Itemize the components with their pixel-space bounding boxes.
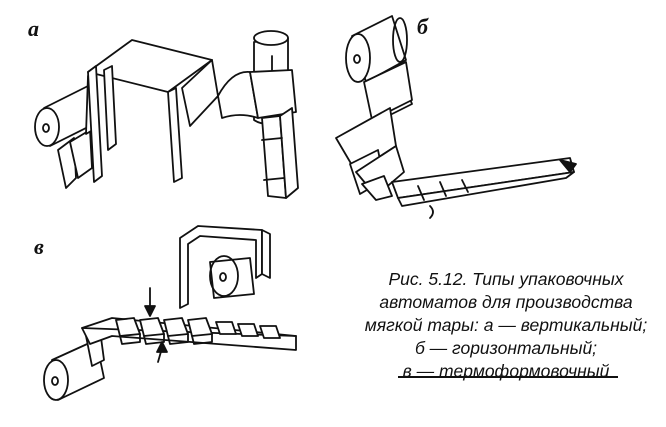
film-roll-left (35, 84, 98, 146)
panel-label-vertical: а (28, 16, 39, 41)
thermoformed-web (82, 318, 296, 350)
lid-film-unit (180, 226, 270, 308)
forming-arrows (145, 288, 167, 362)
forming-collar (88, 40, 218, 182)
figure-caption: Рис. 5.12. Типы упаковочных автоматов дл… (352, 268, 660, 383)
sealed-pouch-tube (262, 108, 298, 198)
thermoforming-machine-drawing (44, 226, 296, 400)
caption-line-4: б — горизонтальный; (414, 338, 598, 358)
horizontal-pouch-tube (392, 158, 576, 206)
caption-line-3: мягкой тары: а — вертикальный; (364, 315, 648, 335)
caption-line-2: автоматов для производства (379, 292, 633, 312)
horizontal-machine-drawing (336, 16, 576, 218)
product-feed-arrow (430, 206, 433, 218)
film-roll-top (346, 16, 407, 82)
vertical-machine-drawing (35, 31, 298, 198)
caption-line-5: в — термоформовочный (402, 361, 610, 381)
panel-label-thermoforming: в (34, 234, 44, 259)
caption-line-1: Рис. 5.12. Типы упаковочных (388, 269, 624, 289)
panel-label-horizontal: б (417, 14, 428, 39)
formed-cavities (116, 318, 280, 338)
film-web-b (364, 62, 412, 120)
caption-underline (398, 376, 618, 378)
